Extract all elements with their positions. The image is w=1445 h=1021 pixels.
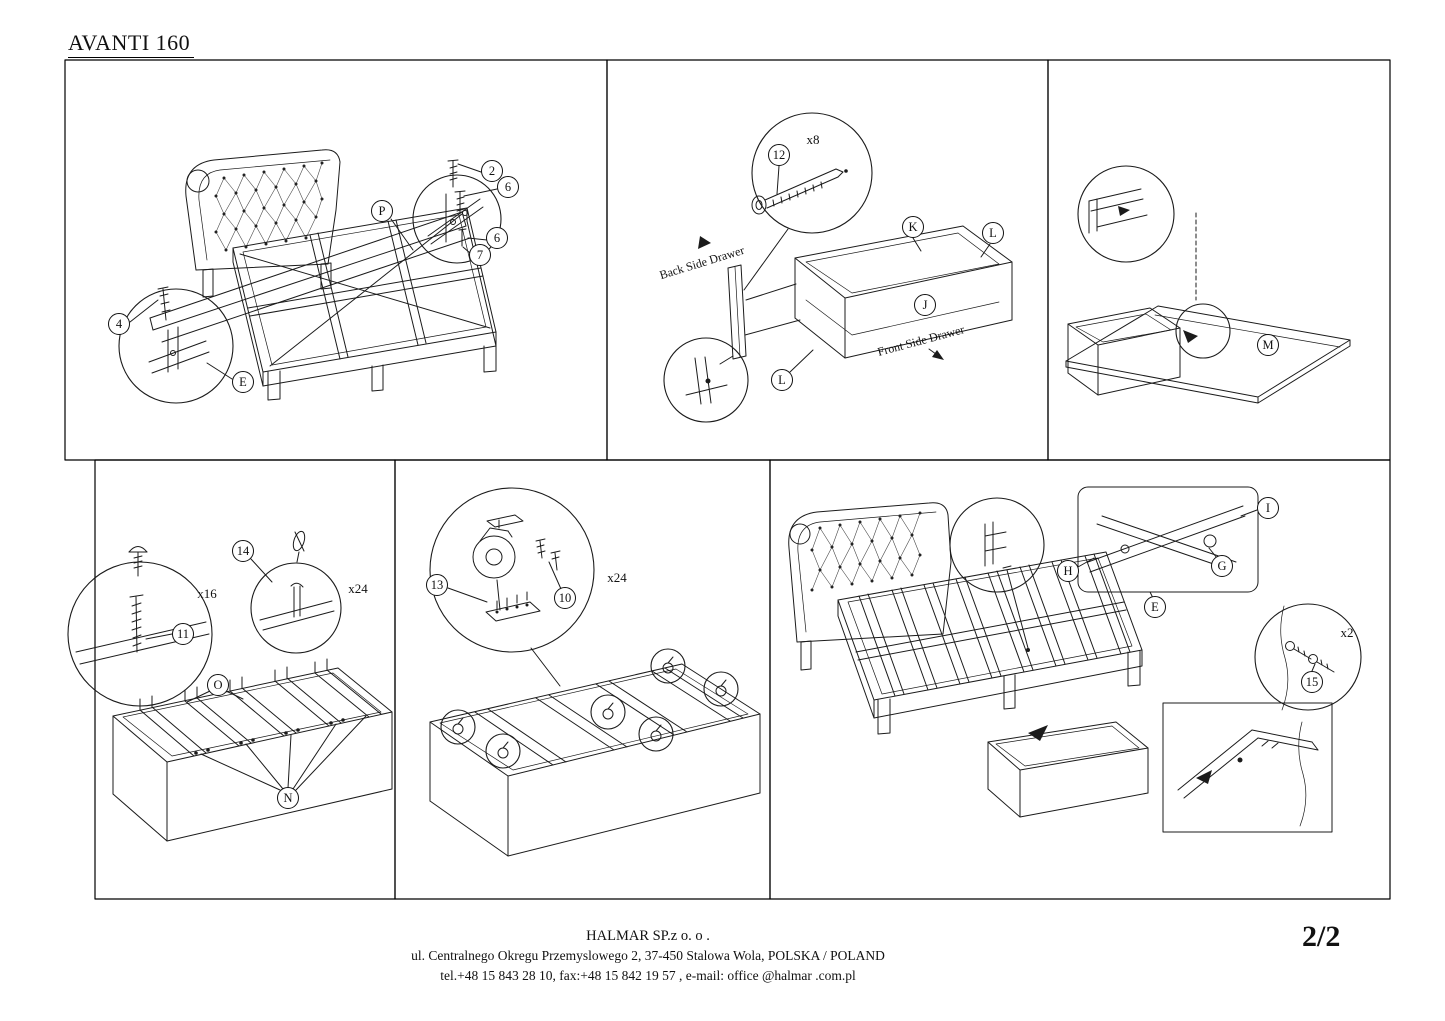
screw-icon [128,546,148,577]
callout-10: 10 [554,587,576,609]
callout-l: L [771,369,793,391]
callout-13: 13 [426,574,448,596]
magnifier-circle [250,562,342,654]
callout-e: E [1144,596,1166,618]
caster-detail-circles [440,648,739,769]
tufting-dots [214,161,324,252]
panel-5-caster-mounting-diagram [429,487,761,857]
direction-arrow-icon [932,350,944,360]
callout-h: H [1057,560,1079,582]
magnifier-circle [663,337,749,423]
callout-4: 4 [108,313,130,335]
screw-icon [157,286,171,321]
tufting-dots [810,511,922,592]
label-x8: x8 [806,132,820,147]
page-title: AVANTI 160 [68,30,195,58]
callout-j: J [914,294,936,316]
callout-l: L [982,222,1004,244]
panel-6-final-assembly-diagram [788,486,1362,833]
label-x24: x24 [607,570,627,585]
callout-m: M [1257,334,1279,356]
callout-12: 12 [768,144,790,166]
callout-11: 11 [172,623,194,645]
label-back-side-drawer: Back Side Drawer [657,242,746,283]
footer-company: HALMAR SP.z o. o . [586,928,710,944]
label-x24: x24 [348,581,368,596]
magnifier-circle [429,487,595,653]
callout-7: 7 [469,244,491,266]
direction-arrow-icon [1028,725,1048,741]
callout-15: 15 [1301,671,1323,693]
screw-icon [454,190,466,215]
screw-icon [447,159,459,188]
callout-o: O [207,674,229,696]
direction-arrow-icon [698,236,711,249]
footer-address: ul. Centralnego Okregu Przemyslowego 2, … [411,948,885,963]
magnifier-circle [1077,165,1175,263]
callout-p: P [371,200,393,222]
callout-i: I [1257,497,1279,519]
direction-arrow-icon [1183,330,1198,343]
callout-6: 6 [486,227,508,249]
slat-detail-inset [1077,486,1259,593]
panel-4-drawer-slats-diagram [67,530,393,842]
callout-6: 6 [497,176,519,198]
bolt-icon [751,168,844,215]
magnifier-circle [412,174,502,264]
page-number: 2/2 [1302,920,1341,953]
screw-icon [129,594,144,653]
dowel-icon [292,530,306,552]
drawer-detail-inset [1162,702,1333,833]
footer-contact: tel.+48 15 843 28 10, fax:+48 15 842 19 … [440,968,856,983]
magnifier-circle [1254,603,1362,711]
caster-wheel-icon [472,514,524,579]
screw-icon [535,538,546,559]
panel-2-drawer-assembly-diagram [663,112,1013,423]
direction-arrow-icon [1196,770,1212,784]
magnifier-circle [949,497,1045,593]
callout-14: 14 [232,540,254,562]
magnifier-circle [1175,303,1231,359]
magnifier-circle [751,112,873,234]
bolt-icon [1308,654,1335,673]
callout-2: 2 [481,160,503,182]
bolt-icon [1285,641,1312,660]
callout-g: G [1211,555,1233,577]
panel-3-drawer-bottom-diagram [1065,165,1351,404]
screw-icon [550,550,561,571]
label-x2: x2 [1340,625,1354,640]
magnifier-circle [118,288,234,404]
callout-k: K [902,216,924,238]
direction-arrow-icon [1118,206,1130,216]
callout-e: E [232,371,254,393]
label-x16: x16 [197,586,217,601]
footer: HALMAR SP.z o. o . ul. Centralnego Okreg… [0,926,1296,986]
label-front-side-drawer: Front Side Drawer [875,322,966,359]
panel-1-bed-frame-diagram [118,149,502,404]
screw-icon [458,228,467,247]
panel-borders [64,59,1391,900]
callout-n: N [277,787,299,809]
